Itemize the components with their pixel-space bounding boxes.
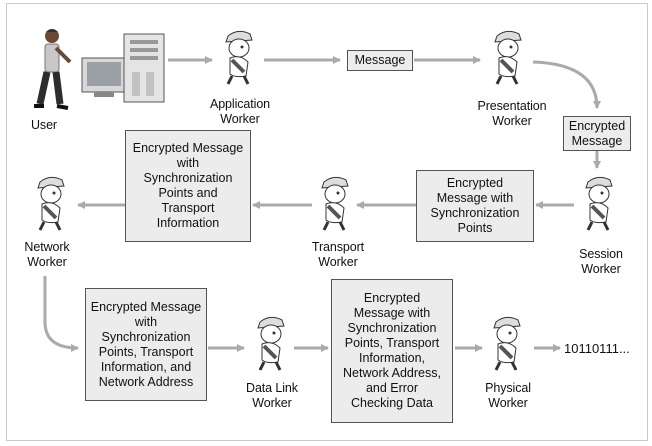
network-worker-label: Network Worker bbox=[24, 240, 70, 269]
presentation-worker-icon bbox=[487, 26, 531, 86]
application-worker-label: Application Worker bbox=[209, 97, 271, 126]
message-box: Message bbox=[347, 50, 413, 71]
user-figure bbox=[34, 29, 72, 110]
arrow-presentation-to-encrypted bbox=[532, 60, 601, 109]
physical-worker-icon bbox=[486, 312, 530, 372]
network-worker-icon bbox=[30, 172, 74, 232]
sync-points-box: Encrypted Message with Synchronization P… bbox=[416, 170, 534, 242]
data-link-worker-label: Data Link Worker bbox=[246, 381, 298, 410]
encrypted-message-box: Encrypted Message bbox=[563, 116, 631, 151]
data-link-worker-icon bbox=[250, 312, 294, 372]
transport-worker-label: Transport Worker bbox=[311, 240, 365, 269]
network-address-box: Encrypted Message with Synchronization P… bbox=[85, 288, 207, 401]
arrow-network-to-network-box bbox=[43, 276, 79, 352]
error-checking-box: Encrypted Message with Synchronization P… bbox=[331, 279, 453, 423]
transport-info-box: Encrypted Message with Synchronization P… bbox=[125, 130, 251, 242]
application-worker-icon bbox=[218, 26, 262, 86]
transport-worker-icon bbox=[314, 172, 358, 232]
physical-worker-label: Physical Worker bbox=[485, 381, 531, 410]
session-worker-label: Session Worker bbox=[579, 247, 623, 276]
computer-icon bbox=[81, 33, 165, 103]
user-label: User bbox=[31, 118, 57, 132]
presentation-worker-label: Presentation Worker bbox=[477, 99, 547, 128]
session-worker-icon bbox=[578, 172, 622, 232]
binary-output: 10110111... bbox=[564, 341, 630, 356]
